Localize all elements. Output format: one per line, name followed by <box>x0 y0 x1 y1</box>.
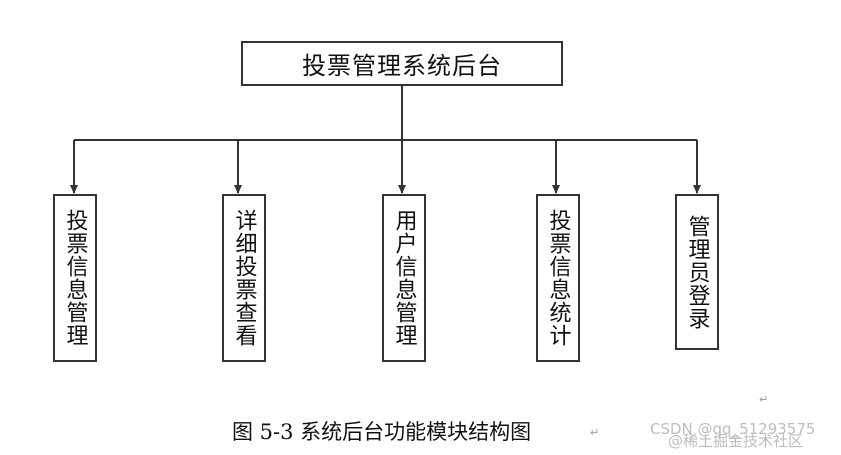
watermark-juejin: @稀土掘金技术社区 <box>668 432 804 450</box>
root-node: 投票管理系统后台 <box>241 41 563 86</box>
module-node-vote-detail-view: 详细投票查看 <box>222 194 266 362</box>
root-node-label: 投票管理系统后台 <box>302 52 502 80</box>
module-node-user-info-management: 用户信息管理 <box>382 194 426 362</box>
module-node-admin-login: 管理员登录 <box>675 194 719 350</box>
module-node-vote-info-management: 投票信息管理 <box>53 194 97 362</box>
module-node-label: 投票信息管理 <box>62 209 88 347</box>
module-node-label: 详细投票查看 <box>231 209 257 347</box>
module-node-label: 管理员登录 <box>684 214 710 330</box>
module-node-label: 投票信息统计 <box>545 209 571 347</box>
module-node-vote-statistics: 投票信息统计 <box>536 194 580 362</box>
watermark-csdn: CSDN @qq_51293575 <box>650 420 816 438</box>
figure-caption: 图 5-3 系统后台功能模块结构图 <box>232 420 532 444</box>
paragraph-mark: ↵ <box>590 426 600 439</box>
paragraph-mark: ↵ <box>759 393 769 406</box>
module-node-label: 用户信息管理 <box>391 209 417 347</box>
